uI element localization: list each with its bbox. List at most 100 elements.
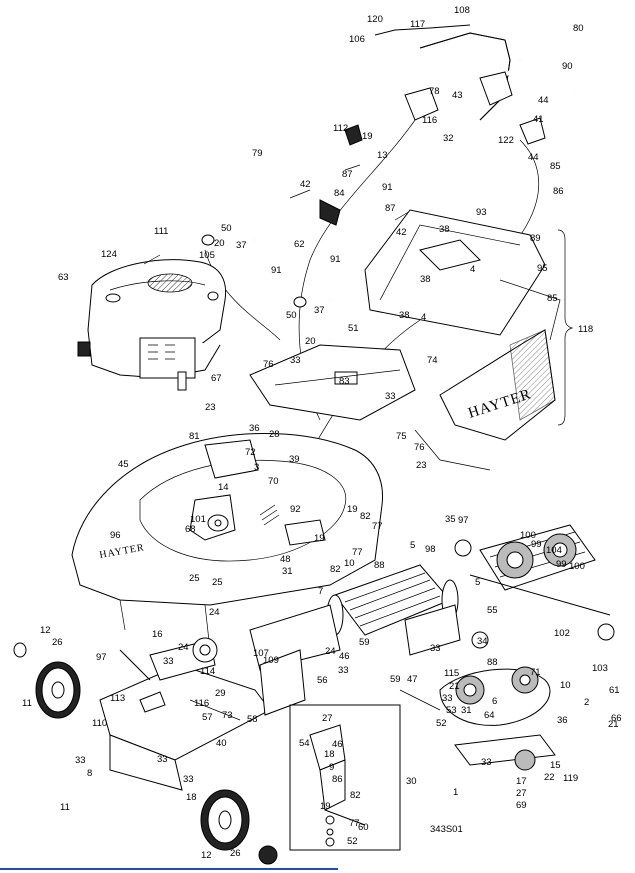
part-number-label: 87	[342, 169, 353, 180]
part-number-label: 124	[101, 249, 117, 260]
part-number-label: 34	[477, 636, 488, 647]
part-number-label: 22	[544, 772, 555, 783]
part-number-label: 33	[338, 665, 349, 676]
part-number-label: 100	[569, 561, 585, 572]
part-number-label: 44	[538, 95, 549, 106]
part-number-label: 67	[211, 373, 222, 384]
part-number-label: 93	[476, 207, 487, 218]
mower-deck: HAYTER	[71, 433, 384, 651]
part-number-label: 10	[560, 680, 571, 691]
part-number-label: 91	[330, 254, 341, 265]
part-number-label: 77	[352, 547, 363, 558]
part-number-label: 76	[263, 359, 274, 370]
part-number-label: 81	[189, 431, 200, 442]
part-number-label: 90	[562, 61, 573, 72]
part-number-label: 47	[407, 674, 418, 685]
part-number-label: 116	[422, 115, 437, 126]
part-number-label: 29	[215, 688, 226, 699]
part-number-label: 59	[390, 674, 401, 685]
wheels	[13, 642, 278, 865]
part-number-label: 58	[247, 714, 258, 725]
part-number-label: 20	[214, 238, 225, 249]
rear-cover	[249, 344, 416, 421]
part-number-label: 33	[430, 643, 441, 654]
part-number-label: 33	[183, 774, 194, 785]
part-number-label: 4	[421, 312, 426, 323]
part-number-label: 33	[442, 693, 453, 704]
inset-detail	[289, 704, 401, 851]
part-number-label: 110	[92, 718, 107, 729]
part-number-label: 4	[470, 264, 475, 275]
part-number-label: 19	[314, 533, 325, 544]
part-number-label: 32	[443, 133, 454, 144]
part-number-label: 36	[249, 423, 260, 434]
part-number-label: 44	[528, 152, 539, 163]
part-number-label: 33	[75, 755, 86, 766]
part-number-label: 97	[96, 652, 107, 663]
part-number-label: 35	[445, 514, 456, 525]
part-number-label: 37	[236, 240, 247, 251]
part-number-label: 6	[492, 696, 497, 707]
part-number-label: 78	[429, 86, 440, 97]
drawing-code: 343S01	[430, 824, 463, 835]
part-number-label: 38	[439, 224, 450, 235]
part-number-label: 77	[349, 818, 360, 829]
part-number-label: 122	[498, 135, 514, 146]
part-number-label: 70	[268, 476, 279, 487]
roller-assembly	[326, 524, 615, 641]
part-number-label: 95	[537, 263, 548, 274]
part-number-label: 19	[320, 801, 331, 812]
part-number-label: 100	[520, 530, 536, 541]
part-number-label: 91	[271, 265, 282, 276]
part-number-label: 80	[573, 23, 584, 34]
part-number-label: 38	[420, 274, 431, 285]
part-number-label: 36	[557, 715, 568, 726]
engine	[77, 254, 227, 391]
part-number-label: 85	[550, 161, 561, 172]
handle-assembly	[201, 24, 576, 471]
bottom-rule	[0, 868, 338, 870]
part-number-label: 107	[253, 648, 269, 659]
drive-belts	[399, 604, 556, 771]
part-number-label: 105	[199, 250, 215, 261]
part-number-label: 15	[550, 760, 561, 771]
part-number-label: 50	[221, 223, 232, 234]
part-number-label: 61	[609, 685, 620, 696]
part-number-label: 8	[87, 768, 92, 779]
part-number-label: 88	[374, 560, 385, 571]
part-number-label: 46	[339, 651, 350, 662]
part-number-label: 21	[608, 719, 619, 730]
part-number-label: 16	[152, 629, 163, 640]
part-number-label: 26	[52, 637, 63, 648]
part-number-label: 96	[110, 530, 121, 541]
part-number-label: 60	[358, 822, 369, 833]
part-number-label: 102	[554, 628, 570, 639]
part-number-label: 117	[410, 19, 425, 30]
part-number-label: 7	[318, 586, 323, 597]
part-number-label: 42	[396, 227, 407, 238]
part-number-label: 86	[332, 774, 343, 785]
part-number-label: 87	[385, 203, 396, 214]
part-number-label: 66	[611, 713, 622, 724]
part-number-label: 13	[377, 150, 388, 161]
part-number-label: 31	[461, 705, 472, 716]
part-number-label: 33	[481, 757, 492, 768]
part-number-label: 84	[334, 188, 345, 199]
part-number-label: 21	[449, 681, 460, 692]
part-number-label: 52	[347, 836, 358, 847]
part-number-label: 97	[458, 515, 469, 526]
part-number-label: 30	[406, 776, 417, 787]
part-number-label: 115	[444, 668, 459, 679]
part-number-label: 82	[330, 564, 341, 575]
part-number-label: 14	[218, 482, 229, 493]
part-number-label: 11	[60, 802, 70, 813]
part-number-label: 88	[487, 657, 498, 668]
part-number-label: 103	[592, 663, 608, 674]
part-number-label: 69	[516, 800, 527, 811]
part-number-label: 42	[300, 179, 311, 190]
grass-box: HAYTER	[364, 209, 574, 471]
part-number-label: 27	[322, 713, 333, 724]
part-number-label: 12	[40, 625, 51, 636]
